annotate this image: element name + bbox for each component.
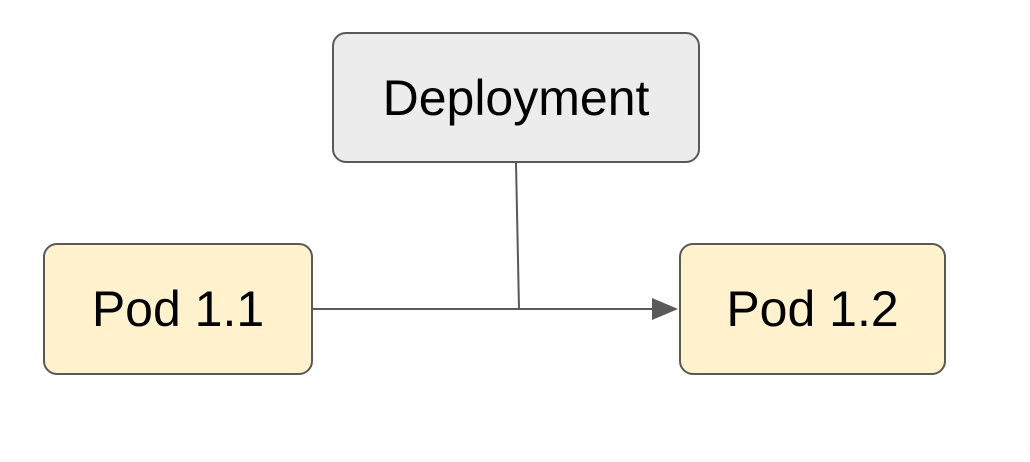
pod-1-1-node: Pod 1.1 [43, 243, 313, 375]
deployment-label: Deployment [382, 69, 650, 126]
deployment-node: Deployment [332, 32, 700, 163]
pod-1-2-label: Pod 1.2 [726, 281, 899, 337]
pod-1-2-node: Pod 1.2 [679, 243, 946, 375]
deployment-connector [515, 162, 520, 310]
arrowhead-icon [652, 298, 678, 320]
pod-1-1-label: Pod 1.1 [91, 281, 265, 337]
